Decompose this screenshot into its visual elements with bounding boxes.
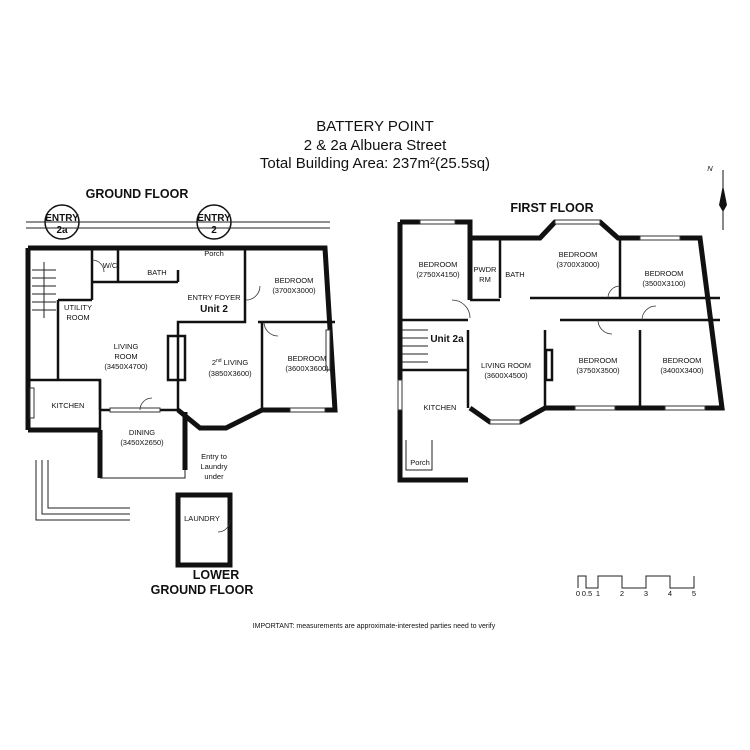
dining-label: DINING: [129, 428, 155, 437]
scale-tick-2: 2: [620, 589, 624, 598]
lower-floor-heading-1: LOWER: [193, 568, 240, 582]
first-bedroom-d-dims: (3750X3500): [576, 366, 620, 375]
first-bedroom-e-dims: (3400X3400): [660, 366, 704, 375]
powder-room-label-1: PWDR: [474, 265, 497, 274]
ground-porch-label: Porch: [204, 249, 224, 258]
unit-2-label: Unit 2: [200, 304, 228, 315]
first-kitchen-label: KITCHEN: [424, 403, 457, 412]
living-room-dims: (3450X4700): [104, 362, 148, 371]
ground-bedroom-1-label: BEDROOM: [275, 276, 314, 285]
first-floor-heading: FIRST FLOOR: [510, 201, 593, 215]
ground-kitchen-label: KITCHEN: [52, 401, 85, 410]
powder-room-label-2: RM: [479, 275, 491, 284]
first-bedroom-a-dims: (2750X4150): [416, 270, 460, 279]
entry-2a-word: ENTRY: [45, 213, 79, 224]
plan-address: 2 & 2a Albuera Street: [303, 137, 447, 154]
first-floor-walls: [397, 219, 725, 483]
first-porch-label: Porch: [410, 458, 430, 467]
disclaimer-note: IMPORTANT: measurements are approximate-…: [253, 623, 496, 630]
scale-tick-0: 0: [576, 589, 580, 598]
scale-tick-3: 3: [644, 589, 648, 598]
utility-room-label-1: UTILITY: [64, 303, 92, 312]
entry-to-laundry-line-1: Entry to: [201, 452, 227, 461]
entry-2-word: ENTRY: [197, 213, 231, 224]
entry-to-laundry-line-3: under: [204, 472, 224, 481]
first-bedroom-c-label: BEDROOM: [645, 269, 684, 278]
north-arrow-icon: N: [707, 164, 727, 230]
second-living-dims: (3850X3600): [208, 369, 252, 378]
living-room-label-2: ROOM: [114, 352, 137, 361]
laundry-label: LAUNDRY: [184, 514, 220, 523]
ground-bath-label: BATH: [147, 268, 166, 277]
first-living-room-dims: (3600X4500): [484, 371, 528, 380]
first-bedroom-d-label: BEDROOM: [579, 356, 618, 365]
ground-bedroom-1-dims: (3700X3000): [272, 286, 316, 295]
plan-total-area: Total Building Area: 237m²(25.5sq): [259, 155, 491, 172]
dining-dims: (3450X2650): [120, 438, 164, 447]
entry-foyer-label: ENTRY FOYER: [187, 293, 241, 302]
lower-floor-heading-2: GROUND FLOOR: [151, 583, 254, 597]
first-bedroom-a-label: BEDROOM: [419, 260, 458, 269]
unit-2a-label: Unit 2a: [430, 334, 464, 345]
entry-2a-number: 2a: [56, 225, 68, 236]
first-bedroom-b-dims: (3700X3000): [556, 260, 600, 269]
scale-bar: 0 0.5 1 2 3 4 5: [576, 575, 696, 598]
first-bedroom-c-dims: (3500X3100): [642, 279, 686, 288]
first-living-room-label: LIVING ROOM: [481, 361, 531, 370]
laundry-walls: [175, 492, 233, 568]
ground-bedroom-2-label: BEDROOM: [288, 354, 327, 363]
plan-title: BATTERY POINT: [316, 118, 434, 135]
living-room-label-1: LIVING: [114, 342, 139, 351]
first-bedroom-e-label: BEDROOM: [663, 356, 702, 365]
second-living-superscript: nd: [216, 358, 222, 364]
scale-tick-4: 4: [668, 589, 672, 598]
scale-tick-5: 5: [692, 589, 696, 598]
entry-to-laundry-line-2: Laundry: [200, 462, 227, 471]
ground-floor-heading: GROUND FLOOR: [86, 187, 189, 201]
utility-room-label-2: ROOM: [66, 313, 89, 322]
entry-2-number: 2: [211, 225, 217, 236]
first-bath-label: BATH: [505, 270, 524, 279]
wc-label: W/C: [103, 261, 118, 270]
second-living-number: 2: [212, 358, 216, 367]
ground-floor-walls: [25, 221, 338, 521]
north-label: N: [707, 164, 713, 173]
second-living-word: LIVING: [224, 358, 249, 367]
scale-tick-1: 1: [596, 589, 600, 598]
first-bedroom-b-label: BEDROOM: [559, 250, 598, 259]
ground-bedroom-2-dims: (3600X3600): [285, 364, 329, 373]
scale-tick-0.5: 0.5: [582, 589, 592, 598]
